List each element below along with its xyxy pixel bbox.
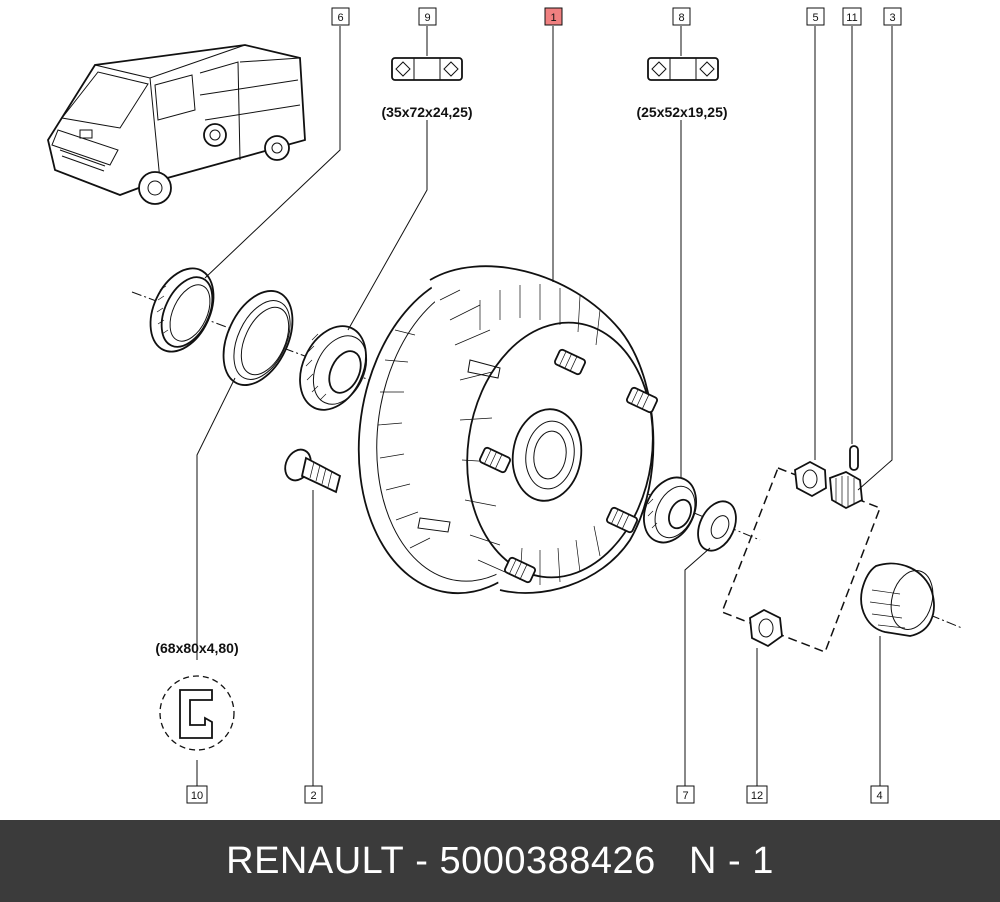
svg-text:10: 10: [191, 790, 203, 802]
svg-text:9: 9: [424, 12, 430, 24]
hub-nut: [794, 460, 827, 498]
exploded-parts-diagram: (35x72x24,25) (25x52x19,25) (68x80x4,80)…: [47, 7, 963, 804]
oil-seal: [222, 290, 294, 386]
seal-ring: [149, 267, 215, 353]
svg-text:1: 1: [550, 12, 556, 24]
svg-text:12: 12: [751, 790, 763, 802]
seal-dimensions: (68x80x4,80): [155, 640, 238, 656]
svg-text:6: 6: [337, 12, 343, 24]
thrust-washer: [697, 500, 737, 552]
lock-nut: [749, 608, 783, 648]
bearing-inner-dimensions: (35x72x24,25): [381, 104, 472, 120]
callout-5: 5: [806, 7, 825, 26]
seal-profile-icon: [159, 675, 235, 751]
callout-8: 8: [672, 7, 691, 26]
svg-text:3: 3: [889, 12, 895, 24]
castle-nut: [829, 471, 863, 510]
bearing-symbol-icon: [391, 57, 463, 81]
inner-bearing: [299, 325, 368, 411]
callout-9: 9: [418, 7, 437, 26]
outer-bearing: [643, 476, 697, 544]
position-code: N - 1: [689, 839, 774, 882]
svg-text:7: 7: [682, 790, 688, 802]
bearing-symbol-icon: [647, 57, 719, 81]
callout-6: 6: [331, 7, 350, 26]
hub-cap: [860, 562, 935, 637]
callout-11: 11: [842, 7, 862, 26]
callout-1: 1: [544, 7, 563, 26]
part-footer-bar: RENAULT - 5000388426 N - 1: [0, 820, 1000, 902]
van-icon: [47, 44, 306, 205]
callout-12: 12: [746, 785, 768, 804]
svg-text:2: 2: [310, 790, 316, 802]
svg-text:4: 4: [876, 790, 882, 802]
callout-3: 3: [883, 7, 902, 26]
cotter-pin: [849, 445, 859, 471]
callout-7: 7: [676, 785, 695, 804]
footer-separator: -: [415, 839, 429, 882]
part-number: 5000388426: [439, 839, 656, 882]
svg-text:8: 8: [678, 12, 684, 24]
svg-text:11: 11: [846, 12, 857, 24]
bearing-outer-dimensions: (25x52x19,25): [636, 104, 727, 120]
callout-2: 2: [304, 785, 323, 804]
drum-studs: [479, 348, 658, 584]
callout-4: 4: [870, 785, 889, 804]
svg-text:5: 5: [812, 12, 818, 24]
wheel-stud: [284, 448, 342, 494]
brake-drum: [357, 265, 655, 595]
brand-name: RENAULT: [226, 839, 405, 882]
callout-10: 10: [186, 785, 208, 804]
